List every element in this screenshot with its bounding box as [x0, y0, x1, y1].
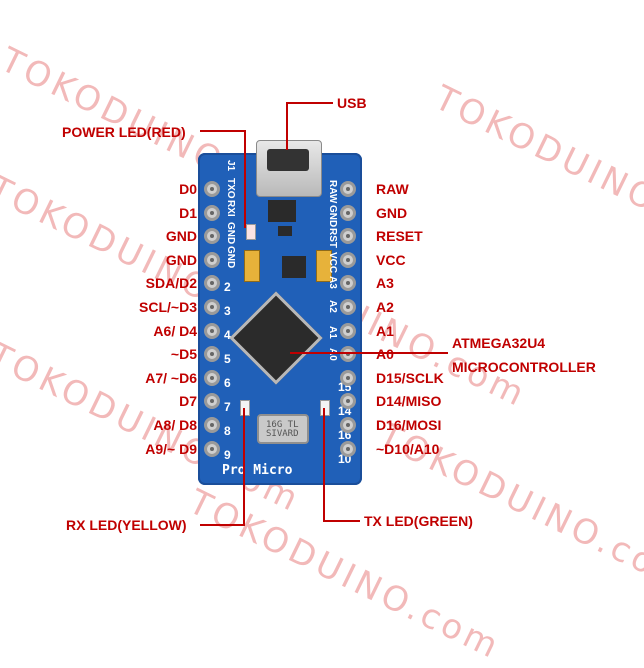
pro-micro-pinout-diagram: TOKODUINO.com TOKODUINO.com TOKODUINO.co… [0, 40, 644, 668]
pin-label-right: A0 [376, 346, 394, 363]
capacitor [244, 250, 260, 282]
board-brand: Pro Micro [222, 463, 293, 478]
header-pin-left [204, 181, 220, 197]
crystal-oscillator [257, 414, 309, 444]
header-pin-right [340, 251, 356, 268]
header-pin-left [204, 346, 220, 363]
header-pin-right [340, 275, 356, 292]
header-pin-right [340, 181, 356, 197]
power-led-label: POWER LED(RED) [62, 124, 186, 140]
pin-label-right: ~D10/A10 [376, 440, 440, 457]
header-pin-right [340, 417, 356, 433]
header-pin-left [204, 299, 220, 315]
regulator [282, 256, 306, 278]
pin-number-left: 7 [224, 400, 231, 414]
usb-leader [286, 102, 333, 150]
header-pin-right [340, 322, 356, 339]
header-pin-right [340, 369, 356, 386]
pin-label-right: RESET [376, 228, 423, 245]
pin-number-left: 3 [224, 304, 231, 318]
tx-led-label: TX LED(GREEN) [364, 513, 473, 529]
pin-label-right: D16/MOSI [376, 417, 442, 433]
pin-label-left: D0 [179, 181, 197, 197]
header-pin-left [204, 417, 220, 433]
header-pin-left [204, 322, 220, 339]
header-pin-right [340, 393, 356, 410]
pin-label-right: VCC [376, 251, 406, 268]
capacitor [316, 250, 332, 282]
header-pin-left [204, 393, 220, 410]
pin-label-right: A3 [376, 275, 394, 292]
pin-label-right: A2 [376, 299, 394, 315]
micro-usb-connector [256, 140, 322, 197]
header-pin-left [204, 369, 220, 386]
pin-label-left: D7 [179, 393, 197, 410]
header-pin-right [340, 346, 356, 363]
pin-label-left: SCL/~D3 [139, 299, 197, 315]
pin-number-left: 4 [224, 328, 231, 342]
header-pin-left [204, 228, 220, 245]
usb-slot [267, 149, 309, 171]
power-led-leader [200, 130, 246, 228]
mcu-label-line2: MICROCONTROLLER [452, 359, 596, 375]
pin-number-left: 6 [224, 376, 231, 390]
pin-label-left: A6/ D4 [153, 322, 197, 339]
pin-label-left: SDA/D2 [145, 275, 197, 292]
header-pin-right [340, 299, 356, 315]
header-pin-left [204, 440, 220, 457]
header-pin-right [340, 440, 356, 457]
pin-label-left: A7/ ~D6 [145, 369, 197, 386]
regulator [268, 200, 296, 222]
header-pin-left [204, 251, 220, 268]
header-pin-left [204, 204, 220, 221]
pin-label-left: A9/~ D9 [145, 440, 197, 457]
pin-label-left: ~D5 [170, 346, 197, 363]
pin-number-left: 8 [224, 424, 231, 438]
rx-led-label: RX LED(YELLOW) [66, 517, 187, 533]
usb-label: USB [337, 95, 367, 111]
crystal-text: 16G TL SIVARD [266, 420, 299, 439]
pin-label-left: GND [165, 251, 197, 268]
header-pin-right [340, 204, 356, 221]
pin-label-right: GND [376, 204, 408, 221]
leader-lines [200, 102, 448, 526]
mcu-label-line1: ATMEGA32U4 [452, 335, 546, 351]
pin-number-left: 5 [224, 352, 231, 366]
pin-number-left: 2 [224, 280, 231, 294]
pin-label-right: D15/SCLK [376, 369, 444, 386]
pin-label-left: A8/ D8 [153, 417, 197, 433]
header-pin-left [204, 275, 220, 292]
rx-led-leader [200, 408, 245, 526]
power-led [246, 224, 256, 240]
pin-number-left: 9 [224, 448, 231, 462]
pin-label-right: A1 [376, 322, 394, 339]
pin-label-right: RAW [376, 181, 409, 197]
pin-label-left: D1 [179, 204, 197, 221]
pin-label-right: D14/MISO [376, 393, 442, 410]
pin-label-left: GND [165, 228, 197, 245]
header-pin-right [340, 228, 356, 245]
smd-part [278, 226, 292, 236]
tx-led-leader [323, 408, 360, 522]
